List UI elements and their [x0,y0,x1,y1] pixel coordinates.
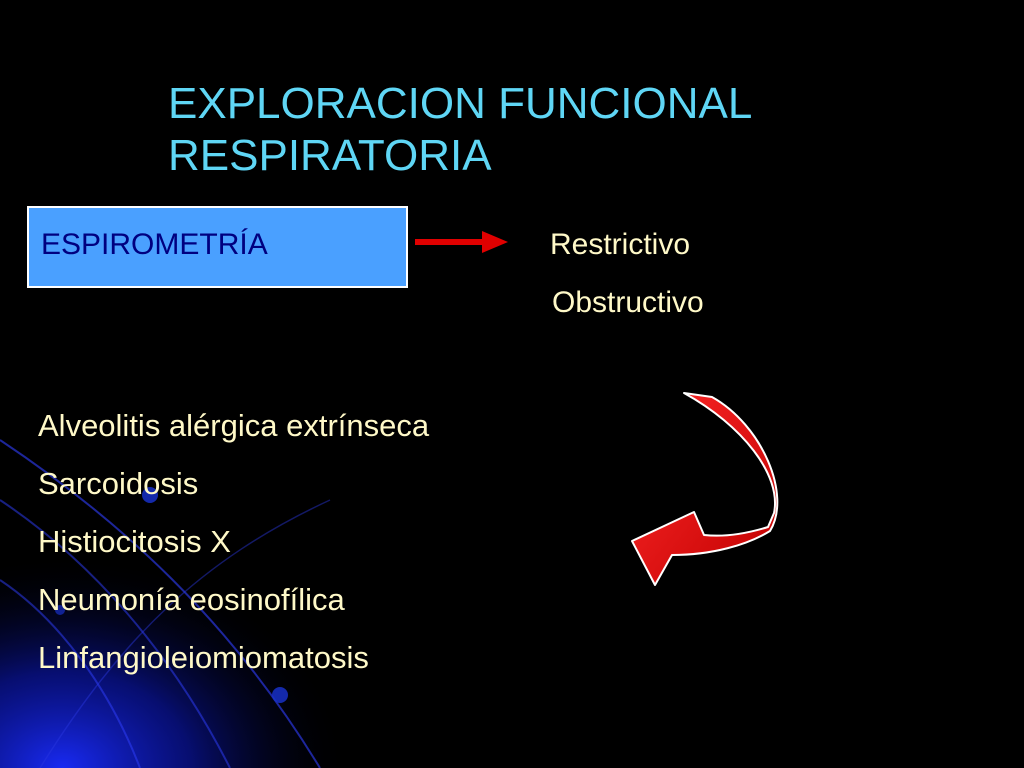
right-arrow-icon [415,231,508,253]
curved-arrow-icon [631,392,779,586]
spirometry-label: ESPIROMETRÍA [41,228,268,261]
result-restrictive: Restrictivo [550,228,691,261]
title-line-1: EXPLORACION FUNCIONAL [168,79,753,128]
title-line-2: RESPIRATORIA [168,131,492,180]
list-item: Histiocitosis X [38,524,231,559]
list-item: Sarcoidosis [38,466,199,501]
list-item: Alveolitis alérgica extrínseca [38,408,430,443]
spirometry-box: ESPIROMETRÍA [27,206,408,288]
list-item: Linfangioleiomiomatosis [38,640,369,675]
disease-list: Alveolitis alérgica extrínseca Sarcoidos… [38,397,429,687]
result-obstructive: Obstructivo [552,286,704,319]
slide-title: EXPLORACION FUNCIONAL RESPIRATORIA [168,78,752,182]
list-item: Neumonía eosinofílica [38,582,345,617]
